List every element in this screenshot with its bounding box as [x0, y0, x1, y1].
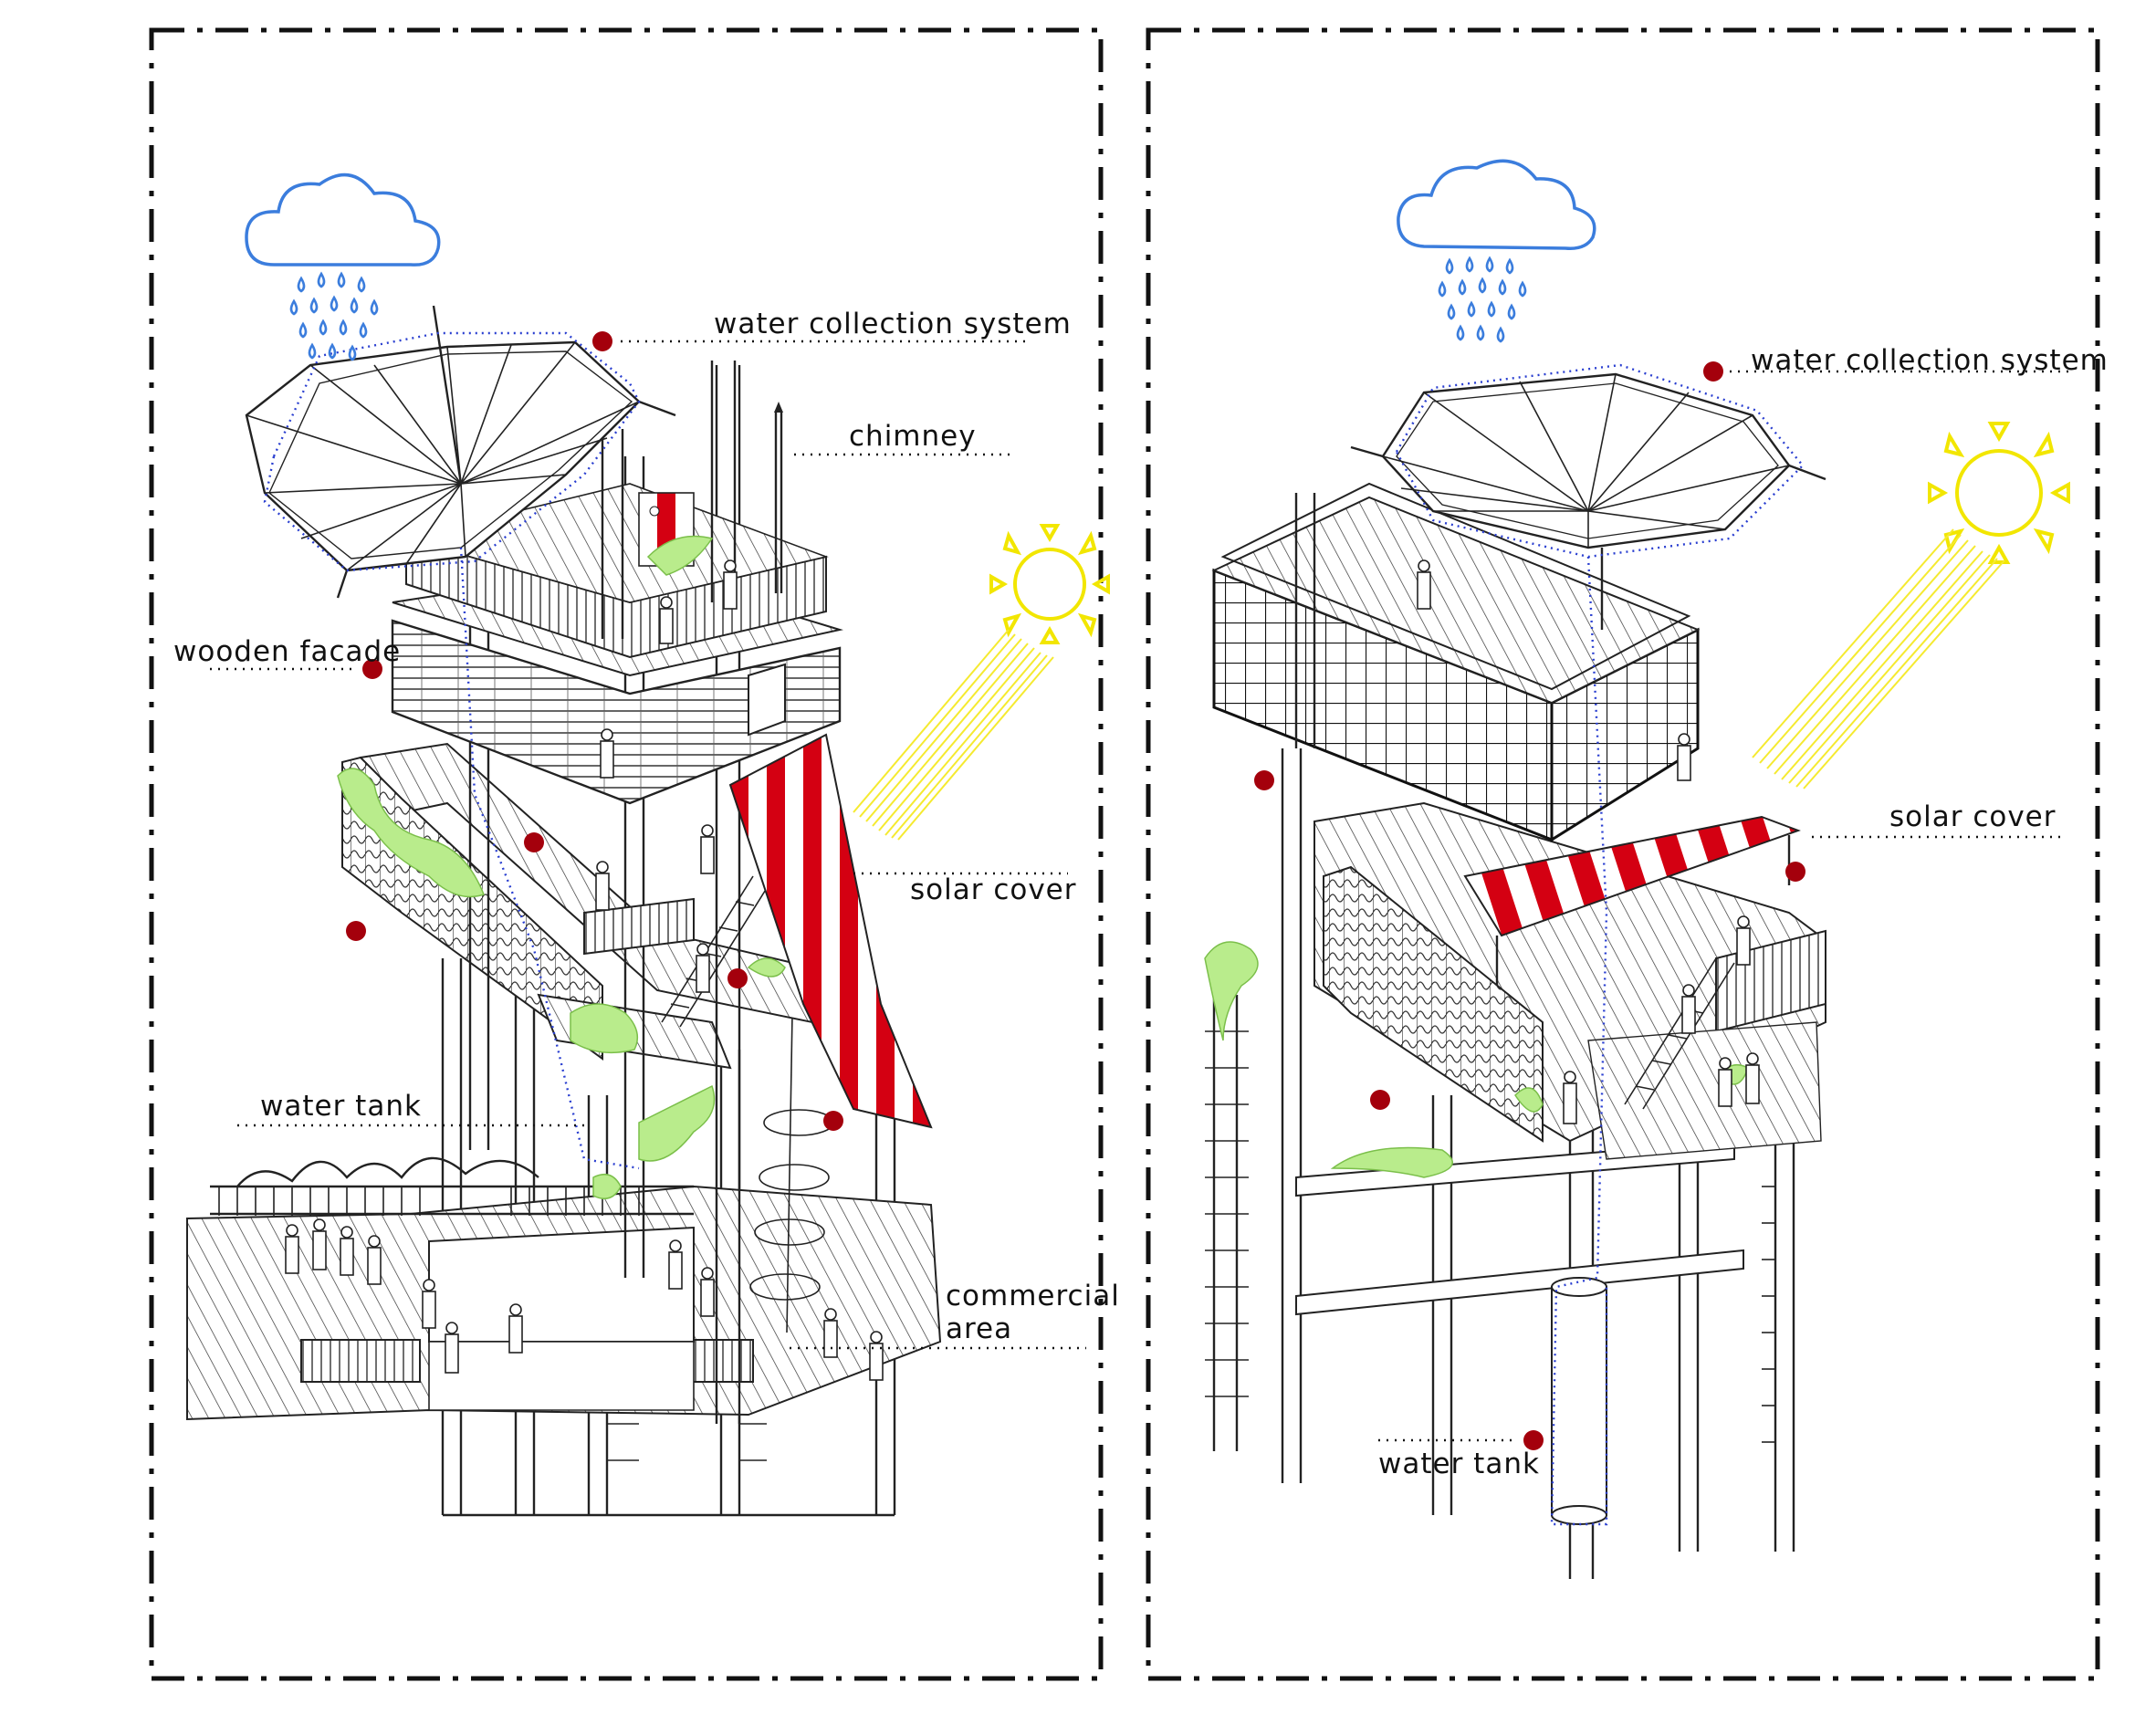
marker-dot	[1370, 1090, 1390, 1110]
water-tank-cylinder	[1551, 1277, 1607, 1525]
label-water-tank: water tank	[1378, 1448, 1540, 1480]
label-commercial-line1: commercial	[946, 1280, 1120, 1312]
lattice-screen	[1323, 865, 1544, 1143]
marker-dot	[823, 1111, 843, 1131]
marker-dot	[524, 832, 544, 852]
marker-dot	[1254, 770, 1274, 790]
callout-wooden-facade: wooden facade	[173, 635, 401, 679]
label-solar-cover: solar cover	[910, 873, 1077, 906]
marker-dot	[727, 968, 748, 988]
callout-water-collection: water collection system	[1703, 344, 2109, 382]
callout-solar-cover: solar cover	[853, 872, 1077, 906]
water-path-right	[1395, 363, 1805, 1526]
callout-solar-cover: solar cover	[1785, 800, 2063, 882]
rain-cloud-icon	[1397, 159, 1596, 343]
water-path-left	[263, 331, 641, 1170]
callout-water-tank: water tank	[1378, 1430, 1544, 1480]
chimney	[774, 402, 783, 593]
vegetation	[337, 535, 786, 1200]
callout-water-collection: water collection system	[592, 308, 1072, 351]
ladder	[1205, 995, 1249, 1451]
rain-cloud-icon	[245, 172, 441, 361]
right-tower-drawing	[1204, 159, 2070, 1579]
solar-cover-panel	[1463, 815, 1801, 937]
left-tower-drawing	[186, 172, 1110, 1517]
label-water-tank: water tank	[260, 1090, 422, 1123]
solar-cover-sheet	[728, 733, 933, 1129]
label-chimney: chimney	[849, 420, 977, 453]
sun-icon	[853, 524, 1110, 841]
left-panel-frame	[149, 27, 1104, 1681]
right-panel-frame	[1146, 27, 2100, 1681]
right-labels: water collection system solar cover wate…	[1254, 344, 2109, 1480]
label-water-collection: water collection system	[714, 308, 1072, 340]
left-labels: water collection system chimney wooden f…	[173, 308, 1120, 1350]
water-collection-canopy	[1350, 372, 1826, 630]
label-solar-cover: solar cover	[1889, 800, 2057, 833]
sun-icon	[1752, 422, 2070, 789]
callout-commercial-area: commercial area	[790, 1280, 1120, 1350]
callout-water-tank: water tank	[237, 1090, 584, 1127]
label-commercial-line2: area	[946, 1312, 1012, 1345]
marker-dot	[346, 921, 366, 941]
wooden-facade	[391, 619, 842, 805]
callout-chimney: chimney	[794, 420, 1013, 456]
water-collection-canopy	[245, 305, 676, 599]
label-wooden-facade: wooden facade	[173, 635, 401, 668]
label-water-collection: water collection system	[1751, 344, 2109, 377]
